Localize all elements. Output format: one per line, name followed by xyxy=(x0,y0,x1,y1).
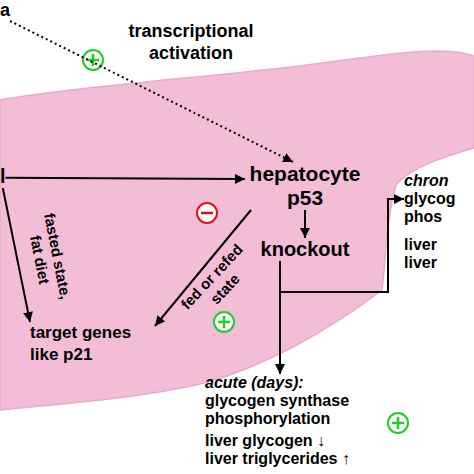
node-text: glycog xyxy=(404,190,474,208)
arrow-connector xyxy=(3,188,30,322)
node-text: a xyxy=(0,0,10,21)
text-node: a xyxy=(0,0,10,21)
node-text: liver xyxy=(404,254,474,272)
node-text: acute (days): xyxy=(205,374,465,392)
node-text: target genes like p21 xyxy=(30,322,155,366)
node-text: liver xyxy=(404,236,474,254)
plus-symbol xyxy=(83,50,103,70)
arrow-connector xyxy=(6,178,245,179)
node-text: hepatocyte p53 xyxy=(245,162,365,210)
edge-label: transcriptional activation xyxy=(111,20,271,64)
node-text: phos xyxy=(404,208,474,226)
node-text: liver triglycerides ↑ xyxy=(205,450,465,468)
text-node: acute (days):glycogen synthase phosphory… xyxy=(205,374,465,468)
node-text: glycogen synthase phosphorylation xyxy=(205,392,380,428)
text-node: chronglycogphos liverliver xyxy=(404,172,474,272)
node-text: liver glycogen ↓ xyxy=(205,432,465,450)
minus-symbol xyxy=(197,203,217,223)
text-node: l xyxy=(0,165,6,188)
arrow-connector xyxy=(304,210,306,238)
arrow-connector xyxy=(10,21,293,162)
plus-symbol xyxy=(214,312,234,332)
node-text: chron xyxy=(404,172,474,190)
text-node: hepatocyte p53 xyxy=(245,162,365,210)
liver-shape xyxy=(0,51,474,410)
text-node: target genes like p21 xyxy=(30,322,155,366)
node-text: l xyxy=(0,165,6,188)
node-text: knockout xyxy=(255,238,355,261)
text-node: knockout xyxy=(255,238,355,261)
plus-symbol xyxy=(388,413,408,433)
